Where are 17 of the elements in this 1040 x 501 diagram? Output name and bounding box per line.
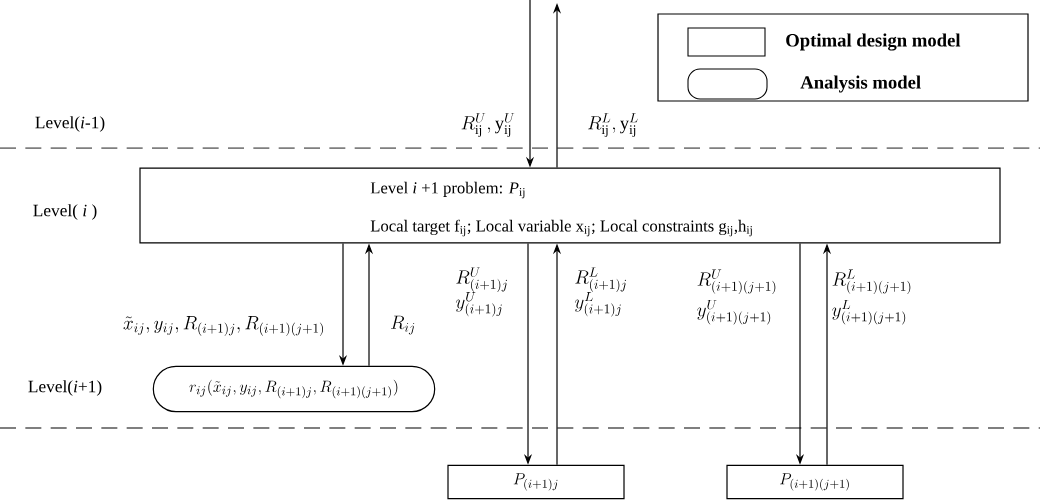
legend-item: Optimal design model <box>687 27 961 57</box>
edge-label: $R^{U}_{\mathrm{ij}}, \mathrm{y}^{U}_{\mathrm{ij}}$ <box>461 113 515 137</box>
process-box: $P_{(i+1)(j+1)}$ <box>726 464 904 500</box>
edge-label: $\begin{array}{l}R^{U}_{(i+1)(j+1)}\\[6pt] y^{U}_{(i+1)(j+1)}\end{array}$ <box>697 269 776 325</box>
level-label: Level(i+1) <box>28 380 102 396</box>
edge-label: $\begin{array}{l}R^{U}_{(i+1)j}\\ y^{U}_{(i+1)j}\end{array}$ <box>455 267 507 317</box>
level-label: Level( i ) <box>33 204 97 220</box>
analysis-model-box: $r_{ij}(\tilde{x}_{ij}, y_{ij}, R_{(i+1)j}, R_{(i+1)(j+1)})$ <box>152 365 436 413</box>
edge-label: $\begin{array}{l}R^{L}_{(i+1)(j+1)}\\[6pt] y^{L}_{(i+1)(j+1)}\end{array}$ <box>832 269 911 325</box>
edge-label: $\tilde{x}_{ij}, y_{ij}, R_{(i+1)j}, R_{(i+1)(j+1)}$ <box>123 316 323 336</box>
level-label: Level(i-1) <box>35 116 105 132</box>
process-box: $P_{(i+1)j}$ <box>447 464 625 500</box>
process-box: Level i +1 problem: P$_{ij}$ Local target f$_{ij}$; Local variable x$_{ij}$; Local constraints g$_{ij}$,h$_{ij}$ <box>139 167 1001 244</box>
edge-label: $R^{L}_{\mathrm{ij}}, \mathrm{y}^{L}_{\mathrm{ij}}$ <box>588 113 638 137</box>
legend-item: Analysis model <box>687 68 921 100</box>
edge-label: $R_{ij}$ <box>391 315 415 335</box>
edge-label: $\begin{array}{l}R^{L}_{(i+1)j}\\ y^{L}_{(i+1)j}\end{array}$ <box>574 267 626 317</box>
